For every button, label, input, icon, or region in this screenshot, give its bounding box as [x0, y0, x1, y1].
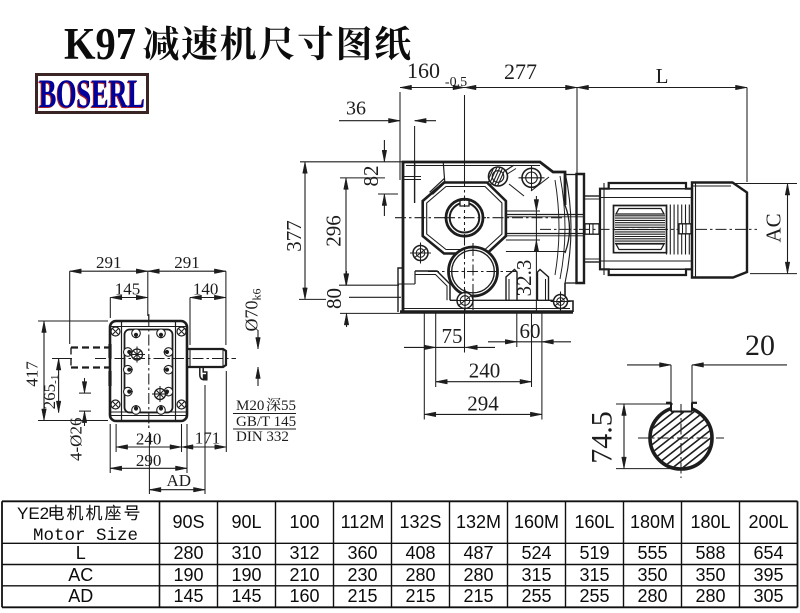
svg-text:60: 60	[520, 319, 541, 343]
svg-text:AC: AC	[762, 213, 786, 242]
svg-text:75: 75	[442, 324, 463, 348]
svg-text:-0.5: -0.5	[445, 75, 467, 90]
svg-text:377: 377	[282, 220, 306, 252]
svg-text:294: 294	[467, 392, 499, 416]
svg-text:82: 82	[359, 166, 383, 187]
svg-text:277: 277	[504, 59, 537, 84]
svg-text:36: 36	[346, 98, 366, 120]
svg-text:80: 80	[322, 288, 346, 309]
svg-text:290: 290	[136, 451, 162, 470]
svg-text:DIN 332: DIN 332	[236, 429, 289, 445]
svg-text:Ø70k6: Ø70k6	[242, 289, 264, 332]
svg-text:20: 20	[745, 329, 775, 362]
svg-text:265-1: 265-1	[40, 375, 61, 410]
svg-text:291: 291	[96, 253, 122, 272]
svg-text:YE2: YE2	[17, 504, 49, 523]
svg-text:417: 417	[23, 361, 42, 387]
svg-text:171: 171	[195, 429, 221, 448]
svg-text:240: 240	[469, 359, 501, 383]
svg-text:AD: AD	[167, 471, 192, 490]
svg-text:240: 240	[136, 430, 162, 449]
svg-text:GB/T 145: GB/T 145	[236, 414, 296, 430]
svg-text:296: 296	[322, 215, 346, 247]
svg-text:74.5: 74.5	[586, 411, 619, 464]
svg-text:32.3: 32.3	[512, 260, 536, 297]
svg-text:L: L	[656, 64, 669, 88]
svg-text:55: 55	[281, 398, 296, 414]
svg-text:M20: M20	[236, 398, 264, 414]
svg-text:4-Ø26: 4-Ø26	[67, 418, 86, 461]
svg-text:140: 140	[193, 280, 219, 299]
svg-text:145: 145	[115, 280, 141, 299]
svg-text:160: 160	[407, 58, 440, 83]
svg-text:291: 291	[174, 253, 200, 272]
